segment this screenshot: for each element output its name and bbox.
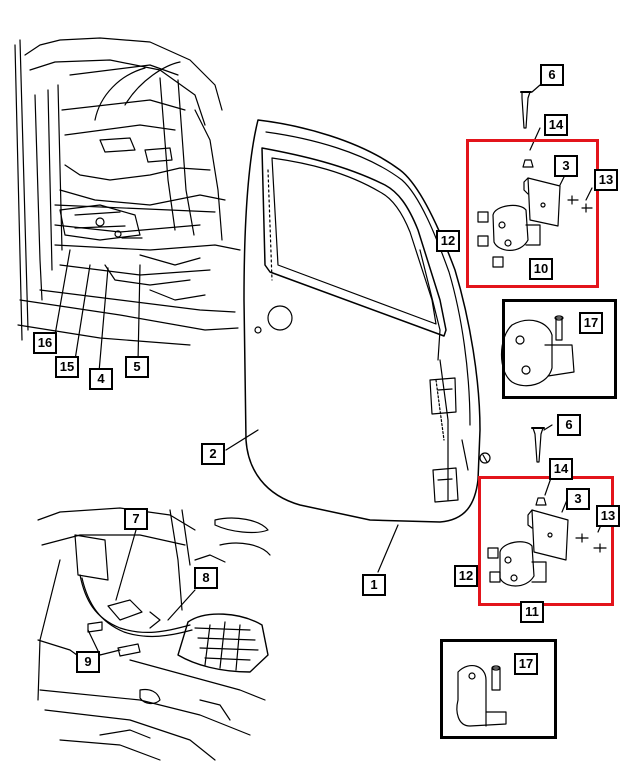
lower-hinge-parts [487,424,607,587]
hinge-pin-inset-upper [502,299,617,399]
callout-3-upper: 3 [554,155,578,177]
callout-3-lower: 3 [566,488,590,510]
callout-14-lower: 14 [549,458,573,480]
hinge-pin-detail-lower [456,664,507,727]
hinge-pin-detail-upper [501,315,575,387]
leader-7 [115,529,137,601]
door-assembly [243,119,491,523]
callout-1: 1 [362,574,386,596]
leader-5 [137,264,141,363]
callout-17-lower: 17 [514,653,538,675]
callout-14-upper: 14 [544,114,568,136]
callout-16: 16 [33,332,57,354]
callout-11: 11 [520,601,544,623]
callout-12-lower: 12 [454,565,478,587]
leader-4 [98,267,109,373]
callout-5: 5 [125,356,149,378]
callout-2: 2 [201,443,225,465]
callout-13-upper: 13 [594,169,618,191]
callout-7: 7 [124,508,148,530]
callout-6-upper: 6 [540,64,564,86]
leader-8 [167,589,196,621]
callout-9: 9 [76,651,100,673]
upper-hinge-parts [477,84,593,268]
lower-hinge-highlight-box [478,476,614,606]
callout-17-upper: 17 [579,312,603,334]
callout-8: 8 [194,567,218,589]
callout-13-lower: 13 [596,505,620,527]
interior-view-upper [14,37,241,346]
leader-2 [225,429,259,451]
leader-16 [54,249,71,336]
callout-4: 4 [89,368,113,390]
callout-15: 15 [55,356,79,378]
callout-10: 10 [529,258,553,280]
leader-9 [87,629,121,656]
hinge-pin-inset-lower [440,639,557,739]
upper-hinge-highlight-box [466,139,599,288]
callout-12-upper: 12 [436,230,460,252]
leader-15 [74,264,91,361]
callout-6-lower: 6 [557,414,581,436]
interior-view-lower [37,507,271,761]
leader-1 [377,524,399,573]
